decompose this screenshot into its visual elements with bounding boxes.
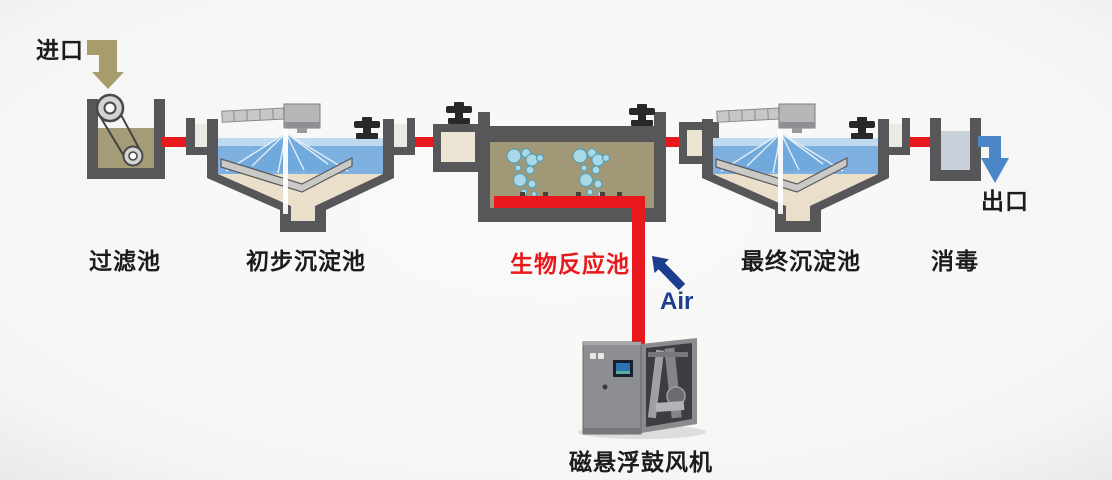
blower-label: 磁悬浮鼓风机 — [569, 449, 713, 475]
blower-lock-icon — [602, 384, 608, 390]
outlet-arrow-icon — [978, 136, 1009, 183]
air-arrow-icon — [652, 256, 686, 291]
pulley-belt-icon — [95, 93, 144, 167]
blower-machinery — [647, 347, 688, 419]
air-label: Air — [660, 288, 693, 315]
disinfection-water — [941, 131, 970, 170]
transfer-box-primary-inlet — [186, 118, 212, 155]
pipe-filter-to-primary — [162, 137, 192, 147]
blower-display-screen — [613, 360, 633, 377]
transfer-box-bio-inlet — [433, 124, 483, 172]
bio-tank-cover — [478, 126, 666, 142]
magnetic-blower — [578, 338, 706, 439]
aeration-pipe-vertical — [632, 196, 645, 348]
transfer-box-final-outlet — [884, 118, 910, 155]
bio-reaction-tank — [478, 112, 666, 222]
transfer-box-primary-outlet — [389, 118, 415, 155]
air-bubbles-right — [572, 147, 611, 198]
pipe-final-to-disinfection — [906, 137, 936, 147]
bio-reaction-label: 生物反应池 — [510, 251, 630, 277]
disinfection-tank — [930, 118, 981, 181]
inlet-label: 进口 — [36, 37, 84, 63]
final-sedimentation-label: 最终沉淀池 — [741, 248, 861, 274]
pipe-primary-to-bio — [411, 137, 439, 147]
filter-tank-label: 过滤池 — [89, 248, 161, 274]
pipe-bio-to-final — [662, 137, 686, 147]
filter-tank — [87, 93, 165, 179]
aeration-pipe-horizontal — [494, 196, 645, 208]
primary-sedimentation-label: 初步沉淀池 — [246, 248, 366, 274]
air-bubbles-left — [506, 147, 545, 198]
inlet-arrow-icon — [87, 40, 124, 89]
disinfection-label: 消毒 — [931, 248, 979, 274]
outlet-label: 出口 — [981, 188, 1029, 214]
blower-logo — [590, 353, 604, 359]
diffuser-nozzles — [520, 192, 622, 196]
